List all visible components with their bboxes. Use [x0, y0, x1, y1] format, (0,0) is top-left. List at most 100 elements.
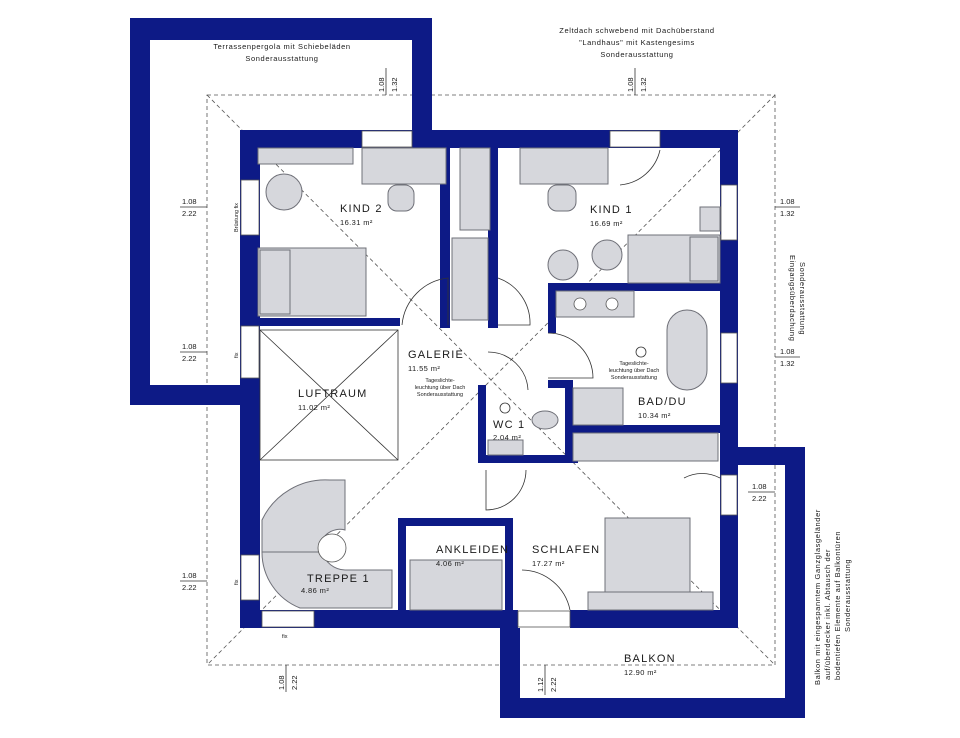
chair-kind2	[387, 184, 415, 212]
note-pergola-line2: Sonderausstattung	[245, 54, 318, 63]
note-roof-line1: Zeltdach schwebend mit Dachüberstand	[559, 26, 714, 35]
note-skylight-galerie-3: Sonderausstattung	[417, 392, 463, 398]
svg-text:1.08: 1.08	[182, 342, 197, 351]
desk-kind1	[519, 147, 609, 185]
svg-text:1.32: 1.32	[780, 359, 795, 368]
note-roof-line2: "Landhaus" mit Kastengesims	[579, 38, 695, 47]
svg-text:2.22: 2.22	[549, 677, 558, 692]
wall-wc-top	[548, 380, 573, 388]
room-name-bad: BAD/DU	[638, 396, 687, 408]
dim-top-left: 1.08 1.32	[377, 68, 399, 95]
pillow-kind1	[689, 236, 719, 282]
svg-text:1.08: 1.08	[752, 482, 767, 491]
dim-left-3: 1.08 2.22	[180, 571, 207, 592]
chair-kind1	[547, 184, 577, 212]
outer-wall-left	[240, 130, 260, 628]
stool-kind1-b	[591, 239, 623, 271]
wardrobe-schlafen	[572, 432, 719, 462]
room-name-balkon: BALKON	[624, 653, 676, 665]
furniture	[257, 147, 721, 611]
note-skylight-bad-3: Sonderausstattung	[611, 375, 657, 381]
window-treppe-bottom	[261, 610, 315, 628]
room-area-kind1: 16.69 m²	[590, 219, 623, 228]
room-area-kind2: 16.31 m²	[340, 218, 373, 227]
svg-text:2.22: 2.22	[182, 354, 197, 363]
room-area-schlafen: 17.27 m²	[532, 559, 565, 568]
dim-top-right: 1.08 1.32	[626, 68, 648, 95]
room-name-schlafen: SCHLAFEN	[532, 544, 600, 556]
vanity	[555, 290, 635, 318]
wall-kind2-right	[440, 148, 450, 328]
room-name-ankleiden: ANKLEIDEN	[436, 544, 509, 556]
wall-ankleiden-left	[398, 518, 406, 610]
dim-bottom-left: 1.08 2.22	[277, 665, 299, 692]
room-name-wc: WC 1	[493, 419, 525, 431]
note-bruestung: Brüstung fix	[234, 203, 240, 232]
notes: Terrassenpergola mit Schiebeläden Sonder…	[213, 26, 852, 685]
stool-kind1-a	[547, 249, 579, 281]
nightstand-kind1	[699, 206, 721, 232]
wall-bad-left	[548, 283, 556, 333]
dimension-labels: 1.08 1.32 1.08 1.32 1.08 2.22 1.08 2.22 …	[180, 68, 800, 695]
window-luftraum	[240, 325, 260, 379]
wall-kind1-left	[488, 148, 498, 328]
dim-left-2: 1.08 2.22	[180, 342, 207, 363]
note-balcony-line2: auf/überdecker inkl. Abtausch der	[823, 549, 832, 680]
svg-text:2.22: 2.22	[290, 675, 299, 690]
svg-text:1.08: 1.08	[780, 347, 795, 356]
window-kind1	[609, 130, 661, 148]
wall-bad-bottom	[573, 425, 720, 433]
window-kind1-side	[720, 184, 738, 241]
window-kind2	[361, 130, 413, 148]
svg-text:1.32: 1.32	[780, 209, 795, 218]
dim-right-3: 1.08 2.22	[748, 482, 775, 503]
room-area-galerie: 11.55 m²	[408, 364, 440, 373]
room-area-luftraum: 11.02 m²	[298, 403, 330, 412]
note-balcony-line1: Balkon mit eingespanntem Ganzglasgelände…	[813, 509, 822, 685]
room-name-treppe: TREPPE 1	[307, 573, 370, 585]
note-roof-line3: Sonderausstattung	[600, 50, 673, 59]
desk-kind2	[361, 147, 447, 185]
note-skylight-galerie-1: Tageslichte-	[425, 378, 455, 384]
wall-ankleiden-right	[505, 518, 513, 610]
closet	[409, 559, 503, 611]
window-bad	[720, 332, 738, 384]
wall-bad-top	[548, 283, 720, 291]
wall-wc-right	[565, 380, 573, 463]
wardrobe-kind1	[459, 147, 491, 231]
room-name-kind2: KIND 2	[340, 203, 383, 215]
window-schlafen	[720, 474, 738, 516]
shower	[572, 387, 624, 426]
note-balcony-line4: Sonderausstattung	[843, 559, 852, 632]
note-skylight-bad-1: Tageslichte-	[619, 361, 649, 367]
wall-wc-left	[478, 385, 486, 460]
wc-sink	[487, 439, 524, 456]
note-fix-bottom: fix	[282, 634, 288, 640]
svg-text:1.08: 1.08	[626, 77, 635, 92]
svg-text:1.12: 1.12	[536, 677, 545, 692]
balcony-door	[517, 610, 571, 628]
note-pergola-line1: Terrassenpergola mit Schiebeläden	[213, 42, 350, 51]
svg-text:1.08: 1.08	[780, 197, 795, 206]
svg-text:1.08: 1.08	[182, 571, 197, 580]
door-swings	[401, 149, 721, 611]
bathtub	[666, 309, 708, 391]
note-entrance-line1: Eingangsüberdachung	[788, 255, 797, 341]
dim-right-1: 1.08 1.32	[775, 197, 800, 218]
shelf-kind2	[257, 147, 354, 165]
outer-wall-top	[240, 130, 738, 148]
dim-left-1: 1.08 2.22	[180, 197, 207, 218]
wall-kind2-bottom	[260, 318, 400, 326]
note-balcony-line3: bodentiefen Elemente auf Balkontüren	[833, 531, 842, 680]
armchair-kind2	[265, 173, 303, 211]
window-treppe	[240, 554, 260, 601]
headboard-schlafen	[587, 591, 714, 611]
wardrobe-galerie	[451, 237, 489, 321]
wall-ankleiden-top	[398, 518, 513, 526]
room-name-galerie: GALERIE	[408, 349, 464, 361]
room-area-ankleiden: 4.06 m²	[436, 559, 464, 568]
window-kind2-side	[240, 179, 260, 236]
outer-wall-bottom-right	[570, 610, 738, 628]
note-skylight-galerie-2: leuchtung über Dach	[415, 385, 466, 391]
room-area-balkon: 12.90 m²	[624, 668, 657, 677]
